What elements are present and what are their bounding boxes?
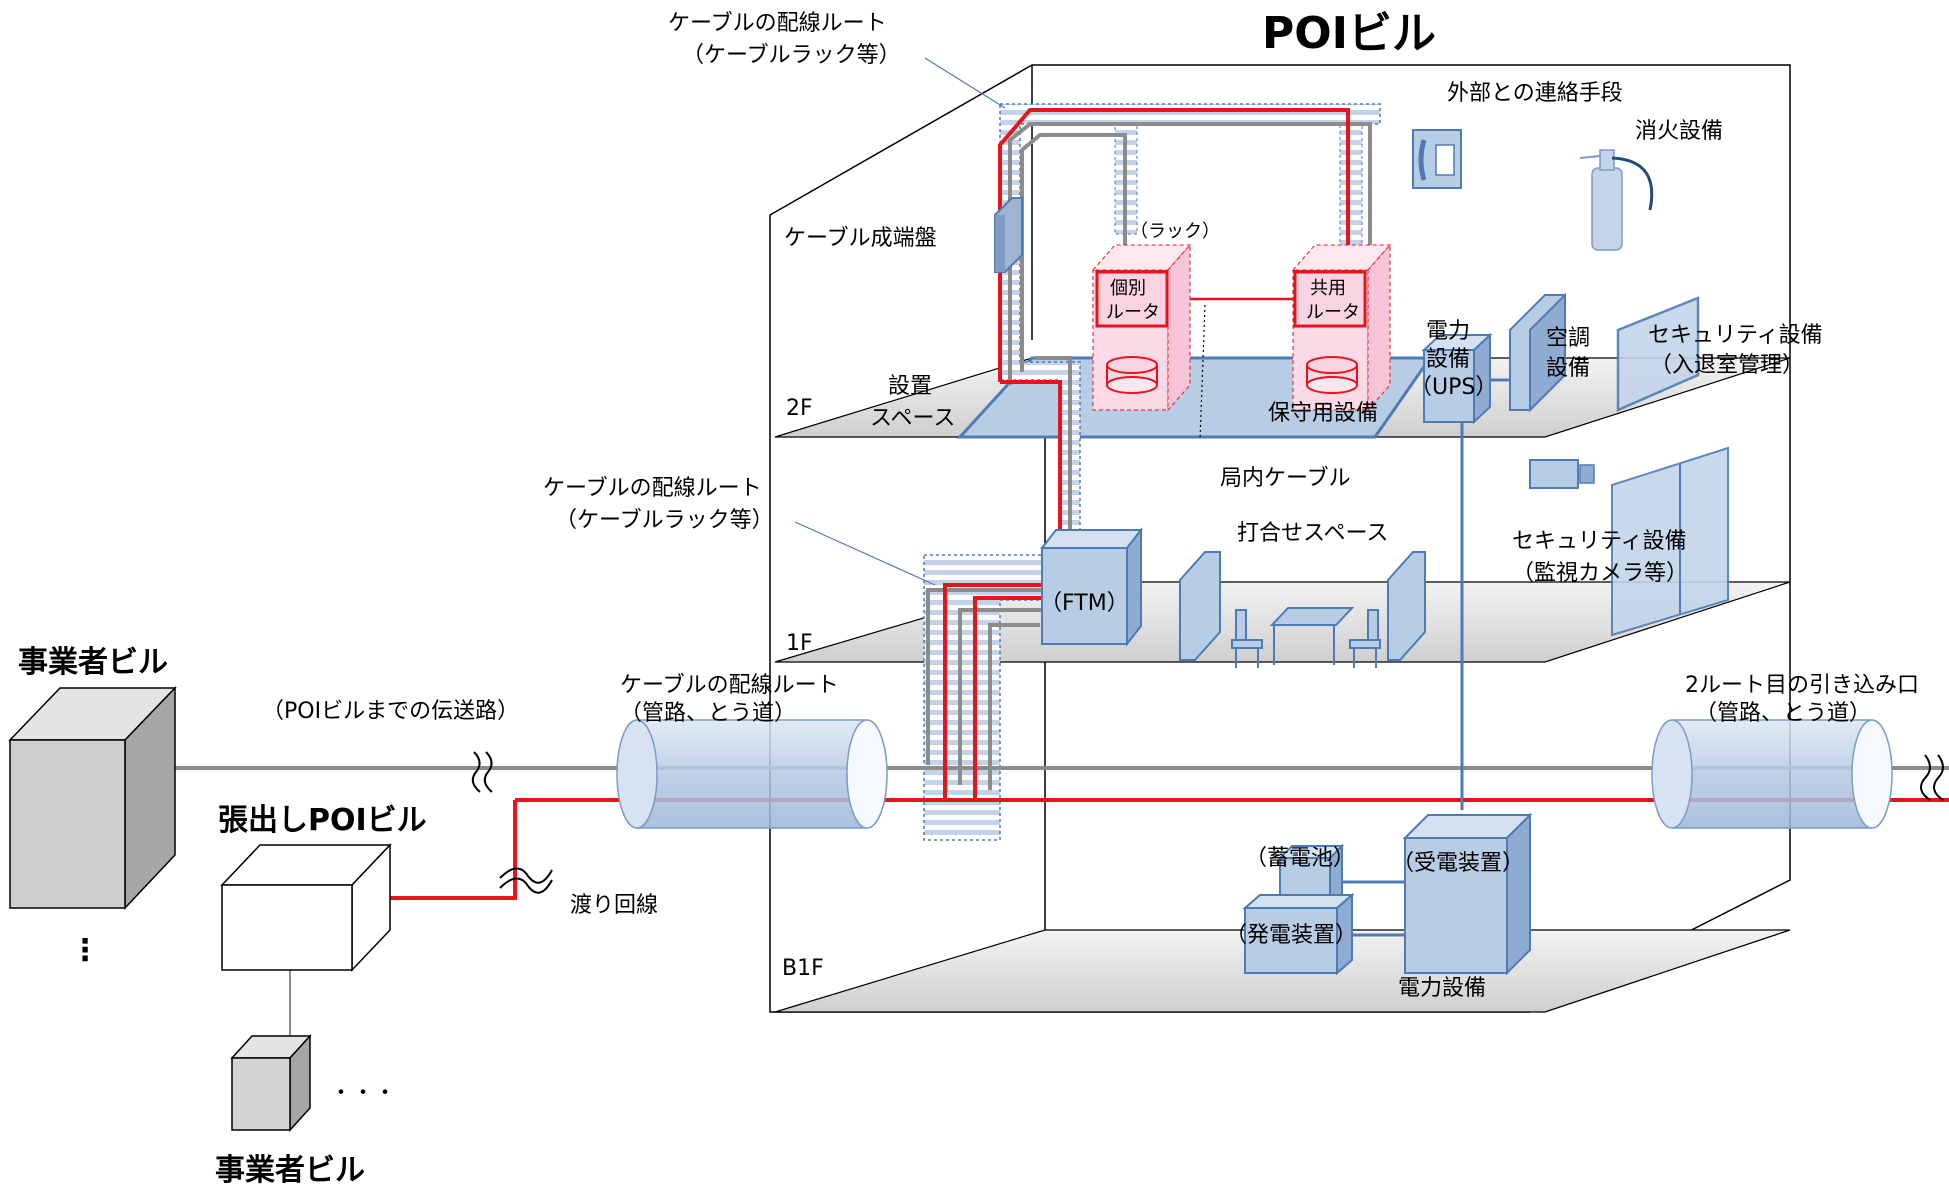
left-building-label: 事業者ビル — [18, 645, 168, 680]
conduit-route-1: ケーブルの配線ルート — [620, 673, 839, 698]
rack-shared — [1293, 245, 1390, 410]
router-individual-1: 個別 — [1110, 278, 1146, 299]
rack-individual — [1093, 245, 1190, 410]
annex-poi-building — [222, 845, 390, 970]
cable-route-mid-2: （ケーブルラック等） — [555, 508, 774, 533]
install-space-1: 設置 — [888, 374, 932, 399]
camera-icon — [1530, 460, 1594, 488]
cable-route-mid-1: ケーブルの配線ルート — [543, 476, 762, 501]
bottom-building-label: 事業者ビル — [215, 1153, 365, 1186]
router-individual-2: ルータ — [1106, 302, 1160, 323]
install-space-2: スペース — [870, 406, 955, 431]
aircon-2: 設備 — [1546, 356, 1590, 381]
security-entry-2: （入退室管理） — [1650, 353, 1804, 378]
security-camera-2: （監視カメラ等） — [1512, 561, 1688, 586]
router-shared-1: 共用 — [1310, 278, 1346, 299]
ellipsis-horizontal: ・・・ — [330, 1081, 396, 1106]
second-route-1: 2ルート目の引き込み口 — [1685, 673, 1919, 698]
conduit-right — [1652, 720, 1892, 828]
floor-b1f-label: B1F — [782, 956, 824, 981]
external-comm-label: 外部との連絡手段 — [1447, 81, 1623, 106]
conduit-left — [617, 720, 887, 828]
power-ups-2: 設備 — [1426, 347, 1470, 372]
aircon-1: 空調 — [1546, 326, 1590, 351]
phone-icon — [1413, 130, 1461, 188]
security-entry-1: セキュリティ設備 — [1648, 323, 1823, 348]
operator-building-bottom — [232, 1036, 310, 1130]
ellipsis-vertical: ⋮ — [70, 933, 100, 968]
power-ups-3: （UPS） — [1410, 375, 1497, 400]
power-ups-1: 電力 — [1426, 319, 1470, 344]
ftm-label: （FTM） — [1040, 591, 1129, 616]
cable-route-top-1: ケーブルの配線ルート — [668, 11, 887, 36]
indoor-cable-label: 局内ケーブル — [1220, 466, 1351, 491]
conduit-route-2: （管路、とう道） — [620, 701, 796, 726]
battery-label: （蓄電池） — [1245, 846, 1355, 871]
ftm-unit — [1042, 530, 1141, 644]
second-route-2: （管路、とう道） — [1695, 701, 1871, 726]
annex-label: 張出しPOIビル — [218, 803, 427, 838]
maintenance-label: 保守用設備 — [1268, 401, 1378, 426]
meeting-space-label: 打合せスペース — [1237, 521, 1388, 546]
generator-label: （発電装置） — [1225, 923, 1357, 948]
security-camera-1: セキュリティ設備 — [1512, 529, 1687, 554]
receiver-label: （受電装置） — [1392, 851, 1524, 876]
crossing-line-label: 渡り回線 — [570, 893, 658, 918]
operator-building-left — [10, 688, 175, 908]
cable-route-top-2: （ケーブルラック等） — [682, 43, 901, 68]
router-shared-2: ルータ — [1306, 302, 1360, 323]
cable-terminal-label: ケーブル成端盤 — [784, 226, 937, 251]
leader-lines — [795, 58, 1005, 585]
title: POIビル — [1262, 8, 1436, 59]
floor-1f-label: 1F — [786, 631, 813, 656]
transmission-label: （POIビルまでの伝送路） — [262, 699, 519, 724]
fire-extinguisher-icon — [1580, 150, 1652, 250]
floor-2f-label: 2F — [786, 396, 813, 421]
rack-label: （ラック） — [1130, 221, 1220, 242]
fire-label: 消火設備 — [1635, 119, 1723, 144]
power-b1-label: 電力設備 — [1398, 976, 1486, 1001]
